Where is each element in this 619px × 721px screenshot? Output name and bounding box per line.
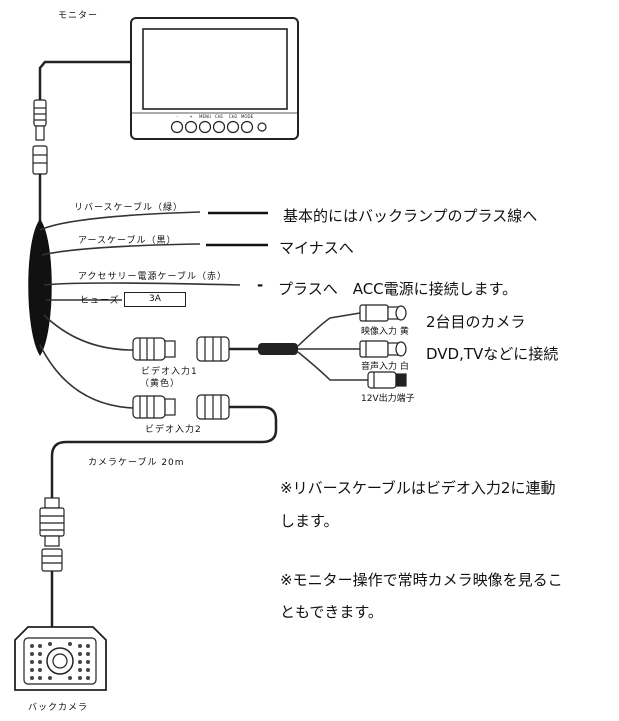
second-camera-note: 2台目のカメラ bbox=[426, 313, 526, 331]
power-wire bbox=[297, 351, 368, 381]
video-in2-connector bbox=[132, 394, 230, 420]
camera-connector bbox=[39, 497, 65, 572]
back-camera-label: バックカメラ bbox=[28, 703, 89, 713]
video-in2-label: ビデオ入力2 bbox=[145, 425, 202, 435]
monitor-button-label: MODE bbox=[241, 114, 254, 119]
fuse-label: ヒューズ bbox=[80, 296, 120, 306]
ground-cable-label: アースケーブル（黒） bbox=[78, 236, 177, 246]
note2-line1: ※モニター操作で常時カメラ映像を見るこ bbox=[280, 571, 563, 589]
dvd-tv-note: DVD,TVなどに接続 bbox=[426, 345, 559, 363]
video2-wire bbox=[39, 344, 134, 409]
reverse-cable-label: リバースケーブル（緑） bbox=[74, 203, 184, 213]
note1-line1: ※リバースケーブルはビデオ入力2に連動 bbox=[280, 479, 556, 497]
power-output-plug bbox=[367, 371, 407, 389]
monitor-button-label: + bbox=[189, 114, 192, 119]
monitor-button-row bbox=[170, 120, 267, 134]
reverse-wire bbox=[39, 211, 201, 231]
monitor-label: モニター bbox=[58, 11, 99, 21]
video-jack-label: 映像入力 黄 bbox=[361, 327, 409, 337]
acc-cable-label: アクセサリー電源ケーブル（赤） bbox=[78, 272, 228, 282]
monitor-cable bbox=[38, 60, 131, 100]
note1-line2: します。 bbox=[280, 512, 339, 530]
monitor-button-label: CH1 bbox=[215, 114, 224, 119]
video-jack-wire bbox=[297, 312, 361, 347]
camera-cable bbox=[50, 405, 278, 498]
ground-note: マイナスへ bbox=[279, 239, 354, 257]
fuse-value-box: 3A bbox=[124, 292, 186, 307]
video-in1-label: ビデオ入力1 bbox=[141, 367, 198, 377]
rca-video-jack bbox=[359, 304, 407, 322]
acc-note-dash: - bbox=[257, 276, 264, 294]
audio-jack-label: 音声入力 白 bbox=[361, 362, 409, 372]
video-in1-color-label: （黄色） bbox=[140, 379, 181, 389]
video1-wire bbox=[43, 314, 134, 351]
acc-note: プラスへ ACC電源に接続します。 bbox=[278, 280, 518, 298]
monitor bbox=[130, 17, 299, 140]
acc-wire bbox=[43, 282, 241, 286]
back-camera bbox=[14, 626, 107, 691]
monitor-button-label: CH2 bbox=[229, 114, 238, 119]
camera-cable-label: カメラケーブル 20m bbox=[88, 458, 185, 468]
ground-wire bbox=[41, 243, 201, 256]
harness-body bbox=[28, 219, 52, 356]
reverse-note: 基本的にはバックランプのプラス線へ bbox=[283, 207, 538, 225]
note2-line2: ともできます。 bbox=[280, 603, 383, 621]
rca-audio-jack bbox=[359, 340, 407, 358]
power-out-label: 12V出力端子 bbox=[361, 394, 415, 404]
monitor-button-label: MENU bbox=[199, 114, 211, 119]
video-in1-connector bbox=[132, 336, 230, 362]
splitter bbox=[258, 343, 298, 355]
monitor-connector bbox=[32, 99, 48, 175]
monitor-button-label: - bbox=[176, 114, 178, 119]
